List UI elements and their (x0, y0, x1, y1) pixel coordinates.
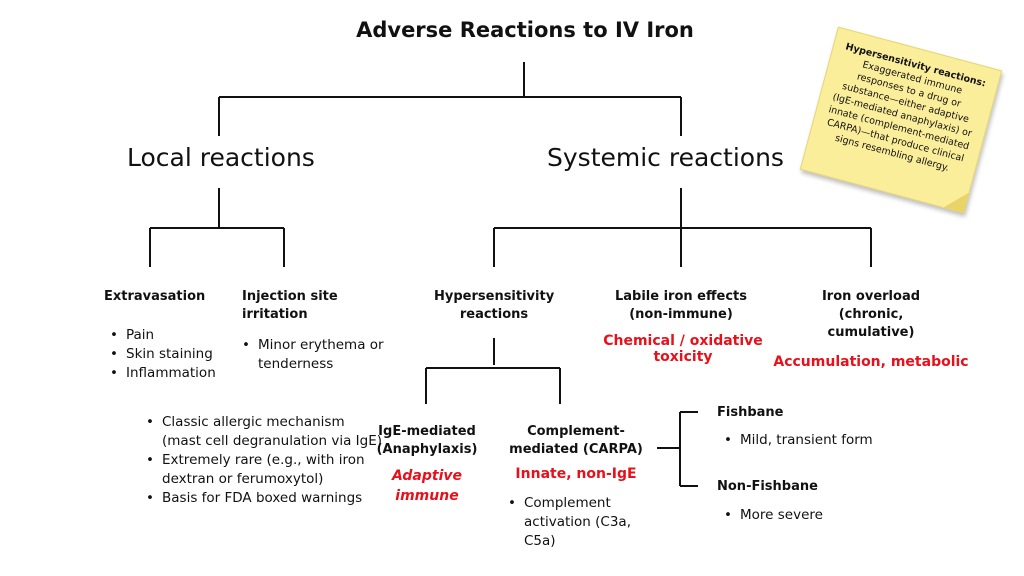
ige-mediated-label: IgE-mediated (Anaphylaxis) (376, 424, 478, 457)
list-item: Classic allergic mechanism (mast cell de… (146, 413, 386, 451)
list-item: More severe (724, 506, 900, 525)
iron-overload-label: Iron overload (chronic, cumulative) (821, 289, 921, 340)
list-item: Basis for FDA boxed warnings (146, 489, 386, 508)
list-item: Mild, transient form (724, 431, 920, 450)
carpa-bullets: Complement activation (C3a, C5a) (502, 494, 644, 551)
list-item: Complement activation (C3a, C5a) (508, 494, 644, 551)
extravasation-bullets: Pain Skin staining Inflammation (104, 326, 256, 383)
fishbane-bullets: Mild, transient form (718, 431, 920, 450)
carpa-note: Innate, non-IgE (515, 466, 637, 482)
local-reactions-heading: Local reactions (127, 143, 315, 172)
iron-overload-note: Accumulation, metabolic (773, 354, 969, 370)
ige-mediated-note: Adaptive immune (391, 468, 462, 504)
systemic-reactions-heading: Systemic reactions (547, 143, 784, 172)
injection-site-label: Injection site irritation (242, 289, 338, 322)
non-fishbane-label: Non-Fishbane (717, 479, 818, 494)
hypersensitivity-label: Hypersensitivity reactions (434, 289, 555, 322)
list-item: Pain (110, 326, 256, 345)
carpa-label: Complement- mediated (CARPA) (509, 424, 643, 457)
labile-iron-label: Labile iron effects (non-immune) (614, 289, 748, 322)
non-fishbane-bullets: More severe (718, 506, 900, 525)
list-item: Skin staining (110, 345, 256, 364)
list-item: Extremely rare (e.g., with iron dextran … (146, 451, 386, 489)
extravasation-label: Extravasation (104, 289, 206, 304)
list-item: Inflammation (110, 364, 256, 383)
diagram-title: Adverse Reactions to IV Iron (356, 18, 694, 42)
list-item: Minor erythema or tenderness (242, 336, 398, 374)
ige-mediated-bullets: Classic allergic mechanism (mast cell de… (140, 413, 386, 508)
injection-site-bullets: Minor erythema or tenderness (236, 336, 398, 374)
fishbane-label: Fishbane (717, 405, 784, 420)
labile-iron-note: Chemical / oxidative toxicity (603, 333, 763, 365)
